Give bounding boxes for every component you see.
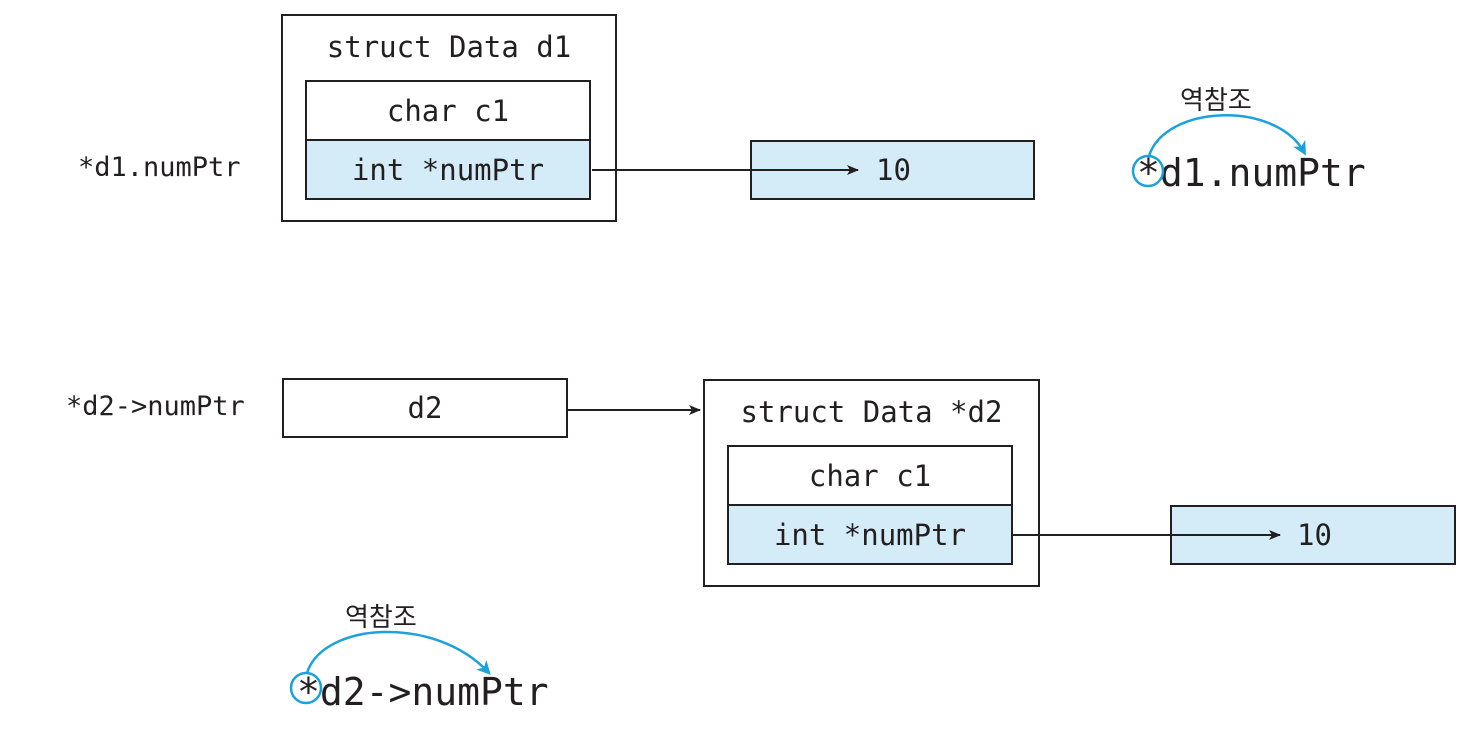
top-outer-label: *d1.numPtr — [78, 152, 241, 183]
struct-d2-title: struct Data *d2 — [740, 395, 1003, 429]
struct-d1-title: struct Data d1 — [326, 30, 572, 64]
bottom-deref-expression: *d2->numPtr — [297, 670, 549, 714]
d1-numptr-cell: int *numPtr — [305, 139, 591, 200]
d2-numptr-cell: int *numPtr — [727, 504, 1013, 565]
top-deref-expression: *d1.numPtr — [1137, 151, 1366, 195]
d2-value-text: 10 — [1297, 518, 1332, 552]
top-deref-circle — [1131, 154, 1165, 188]
bottom-deref-circle — [289, 671, 323, 705]
top-deref-curve-arrow — [1147, 114, 1306, 157]
top-deref-note: 역참조 — [1180, 86, 1252, 116]
d1-char-c1-cell: char c1 — [305, 80, 591, 141]
d2-pointer-box: d2 — [282, 378, 568, 438]
bottom-outer-label: *d2->numPtr — [66, 391, 245, 422]
d1-value-text: 10 — [876, 153, 911, 187]
bottom-deref-note: 역참조 — [345, 603, 417, 633]
bottom-deref-curve-arrow — [305, 630, 491, 675]
